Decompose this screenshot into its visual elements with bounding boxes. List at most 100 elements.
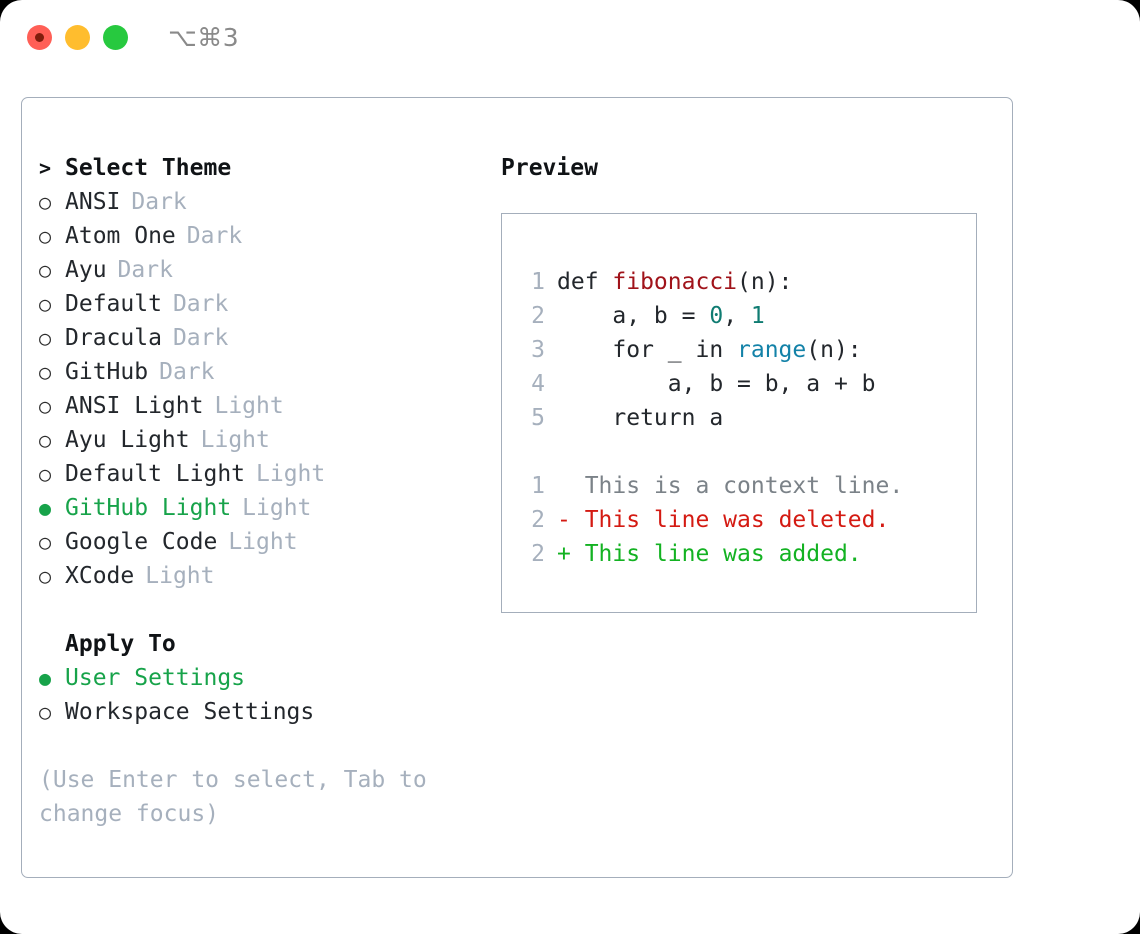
code-line: 4 a, b = b, a + b [502,367,976,401]
code-line-content: a, b = 0, 1 [557,299,765,333]
apply-to-item[interactable]: ● User Settings [39,661,489,695]
theme-list-item[interactable]: ○ ANSI Light Light [39,389,489,423]
apply-to-list: ● User Settings ○ Workspace Settings [39,661,489,729]
radio-unselected-icon[interactable]: ○ [39,564,52,588]
diff-sign: + [557,541,571,567]
radio-unselected-icon[interactable]: ○ [39,190,52,214]
theme-list-item-variant: Dark [131,189,187,215]
diff-line: 1 This is a context line. [502,469,976,503]
theme-list-item-label: GitHub [65,359,149,385]
theme-list-item-label: Ayu [65,257,107,283]
theme-list-item[interactable]: ○ XCode Light [39,559,489,593]
code-token-kw: def [557,269,613,295]
theme-list-item-variant: Dark [186,223,243,249]
apply-to-marker-spacer [39,627,65,661]
radio-selected-icon[interactable]: ● [39,496,52,520]
theme-list-item-label: ANSI Light [65,393,204,419]
keyboard-hint-text: (Use Enter to select, Tab to change focu… [39,767,441,827]
code-token-kw: return a [557,405,724,431]
theme-list-item-label: Google Code [65,529,218,555]
radio-unselected-icon[interactable]: ○ [39,462,52,486]
code-token-punc: (n): [806,337,862,363]
select-theme-header-label: Select Theme [65,155,232,181]
diff-line-number: 1 [531,473,545,499]
code-line-number: 3 [531,337,545,363]
apply-to-item-label: User Settings [65,665,246,691]
diff-line-content: This line was deleted. [570,507,890,533]
close-window-icon[interactable] [27,25,52,50]
radio-unselected-icon[interactable]: ○ [39,428,52,452]
radio-unselected-icon[interactable]: ○ [39,394,52,418]
theme-list-item-variant: Light [242,495,312,521]
preview-title: Preview [501,155,598,181]
theme-list-item[interactable]: ● GitHub Light Light [39,491,489,525]
diff-line-number: 2 [531,507,545,533]
diff-line-number: 2 [531,541,545,567]
radio-unselected-icon[interactable]: ○ [39,530,52,554]
theme-list-item-variant: Light [256,461,326,487]
radio-unselected-icon[interactable]: ○ [39,360,52,384]
hint-spacer [39,729,489,763]
apply-to-item[interactable]: ○ Workspace Settings [39,695,489,729]
diff-sample: 1 This is a context line.2- This line wa… [502,469,976,571]
apply-to-item-label: Workspace Settings [65,699,315,725]
code-token-call: range [737,337,807,363]
theme-list-item-variant: Light [214,393,284,419]
theme-list-item-label: ANSI [65,189,121,215]
theme-list-item-label: Dracula [65,325,162,351]
theme-list-item-label: Atom One [65,223,176,249]
radio-unselected-icon[interactable]: ○ [39,258,52,282]
radio-unselected-icon[interactable]: ○ [39,292,52,316]
code-line-number: 1 [531,269,545,295]
theme-list-item[interactable]: ○ Dracula Dark [39,321,489,355]
theme-list-item[interactable]: ○ ANSI Dark [39,185,489,219]
theme-list-item[interactable]: ○ GitHub Dark [39,355,489,389]
code-line-content: def fibonacci(n): [557,265,792,299]
keyboard-shortcut-label: ⌥⌘3 [168,23,240,52]
radio-unselected-icon[interactable]: ○ [39,700,52,724]
theme-list-item-variant: Dark [159,359,215,385]
maximize-window-icon[interactable] [103,25,128,50]
code-token-num: 1 [750,303,765,329]
diff-line-content: This is a context line. [570,473,904,499]
theme-list-item-variant: Dark [172,325,229,351]
radio-selected-icon[interactable]: ● [39,666,52,690]
code-line-content: a, b = b, a + b [557,367,876,401]
code-token-punc: , [723,303,751,329]
theme-list-item-label: GitHub Light [65,495,232,521]
radio-unselected-icon[interactable]: ○ [39,224,52,248]
minimize-window-icon[interactable] [65,25,90,50]
theme-list-item-variant: Light [145,563,215,589]
theme-list-item-label: Default [65,291,162,317]
traffic-light-buttons [27,25,128,50]
code-token-kw: a, b = b, a + b [557,371,876,397]
code-line-content: for _ in range(n): [557,333,862,367]
code-diff-spacer [502,435,976,469]
list-spacer [39,593,489,627]
code-token-kw: for _ in [557,337,738,363]
code-line-content: return a [557,401,723,435]
code-token-punc: (n): [737,269,793,295]
theme-list-item-variant: Light [200,427,270,453]
title-bar: ⌥⌘3 [0,0,1140,78]
apply-to-header: Apply To [39,627,489,661]
diff-line: 2 + This line was added. [502,537,976,571]
theme-list-item-label: XCode [65,563,135,589]
diff-line-content: This line was added. [570,541,862,567]
code-line: 3 for _ in range(n): [502,333,976,367]
select-theme-header: > Select Theme [39,151,489,185]
theme-list-item[interactable]: ○ Atom One Dark [39,219,489,253]
apply-to-header-label: Apply To [65,631,176,657]
radio-unselected-icon[interactable]: ○ [39,326,52,350]
